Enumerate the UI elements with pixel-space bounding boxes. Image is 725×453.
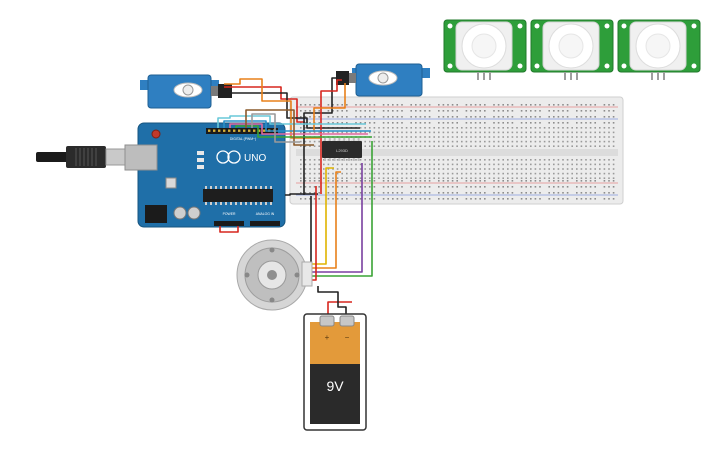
servo-shaft (182, 84, 194, 96)
wire-blue[interactable] (223, 120, 371, 132)
dc-motor[interactable] (236, 239, 313, 311)
wires (217, 77, 373, 316)
battery-top-band (310, 322, 360, 364)
pir-pin (663, 72, 665, 80)
breadboard[interactable] (289, 96, 624, 205)
wire-black[interactable] (303, 77, 339, 195)
pir-pin (576, 72, 578, 80)
chip-body (322, 141, 362, 158)
wire-red[interactable] (327, 301, 352, 316)
breadboard-center-channel (296, 149, 618, 156)
analog-header (250, 221, 280, 226)
crystal (165, 177, 177, 189)
servo-motor-left[interactable] (140, 74, 232, 109)
wire-green[interactable] (235, 125, 372, 138)
power-header-label: POWER (223, 212, 236, 216)
pir-sensors (443, 19, 701, 80)
servo-motor-right[interactable] (336, 63, 430, 97)
battery-minus-terminal (339, 315, 355, 327)
wire-cyan[interactable] (217, 115, 366, 128)
arduino-uno-board[interactable]: DIGITAL (PWM~) UNO POWER ANALOG IN (124, 122, 286, 228)
usb-plug-body (66, 146, 106, 168)
wire-red[interactable] (320, 79, 342, 194)
mount-hole (691, 23, 697, 29)
usb-b-port (124, 144, 158, 171)
pir-pin (657, 72, 659, 80)
atmega-pins (205, 186, 272, 205)
mount-hole (604, 23, 610, 29)
mount-hole (517, 63, 523, 69)
motor-driver-chip[interactable]: L293D (322, 138, 362, 161)
analog-header-label: ANALOG IN (256, 212, 275, 216)
pir-sensor[interactable] (530, 19, 614, 80)
usb-cable[interactable] (36, 146, 131, 168)
mount-hole (621, 63, 627, 69)
wire-orange[interactable] (312, 171, 341, 269)
mount-hole (517, 23, 523, 29)
wire-pink[interactable] (229, 123, 368, 135)
wire-gray[interactable] (251, 113, 300, 143)
power-header (214, 221, 244, 226)
breadboard-holes (300, 104, 615, 200)
battery-voltage-label: 9V (326, 378, 344, 394)
dc-jack (145, 205, 167, 223)
servo-connector (218, 84, 232, 98)
wire-purple[interactable] (312, 163, 363, 273)
wire-black[interactable] (285, 193, 318, 196)
pir-pin (564, 72, 566, 80)
mount-hole (534, 63, 540, 69)
battery-body (310, 364, 360, 424)
wire-yellow[interactable] (312, 167, 334, 265)
servo-connector (336, 71, 349, 85)
chip-pins (324, 138, 360, 161)
arduino-logo-icon (216, 150, 230, 164)
battery-plus-label: + (325, 333, 330, 342)
wire-red[interactable] (312, 186, 317, 281)
servo-shaft (377, 72, 389, 84)
pir-pin (570, 72, 572, 80)
atmega-chip (203, 189, 273, 202)
wire-red[interactable] (224, 86, 305, 123)
led-indicator (197, 151, 204, 155)
reset-button[interactable] (151, 129, 161, 139)
motor-shaft (267, 270, 277, 280)
capacitor (187, 206, 201, 220)
pir-pin (489, 72, 491, 80)
usb-cable-end (36, 152, 71, 162)
mount-hole (447, 23, 453, 29)
digital-header-label: DIGITAL (PWM~) (230, 137, 256, 141)
mount-hole (604, 63, 610, 69)
motor-connector (301, 261, 313, 287)
wire-green[interactable] (312, 141, 373, 277)
wire-black[interactable] (224, 92, 360, 129)
pir-sensor[interactable] (443, 19, 527, 80)
mount-hole (621, 23, 627, 29)
wire-brown[interactable] (245, 109, 314, 146)
wire-orange[interactable] (224, 78, 320, 139)
pir-pin (651, 72, 653, 80)
mount-hole (447, 63, 453, 69)
capacitor (173, 206, 187, 220)
mount-hole (534, 23, 540, 29)
wire-orange[interactable] (313, 83, 346, 132)
mount-hole (691, 63, 697, 69)
battery-minus-label: − (345, 333, 350, 342)
pir-sensor[interactable] (617, 19, 701, 80)
pir-pin (477, 72, 479, 80)
arduino-logo-text: UNO (244, 153, 266, 164)
digital-header (206, 128, 278, 134)
chip-label: L293D (336, 148, 348, 153)
wire-red[interactable] (219, 226, 239, 233)
battery-9v[interactable]: + − 9V (303, 313, 367, 431)
pir-pin (483, 72, 485, 80)
battery-plus-terminal (319, 315, 335, 327)
wire-black[interactable] (317, 286, 347, 316)
